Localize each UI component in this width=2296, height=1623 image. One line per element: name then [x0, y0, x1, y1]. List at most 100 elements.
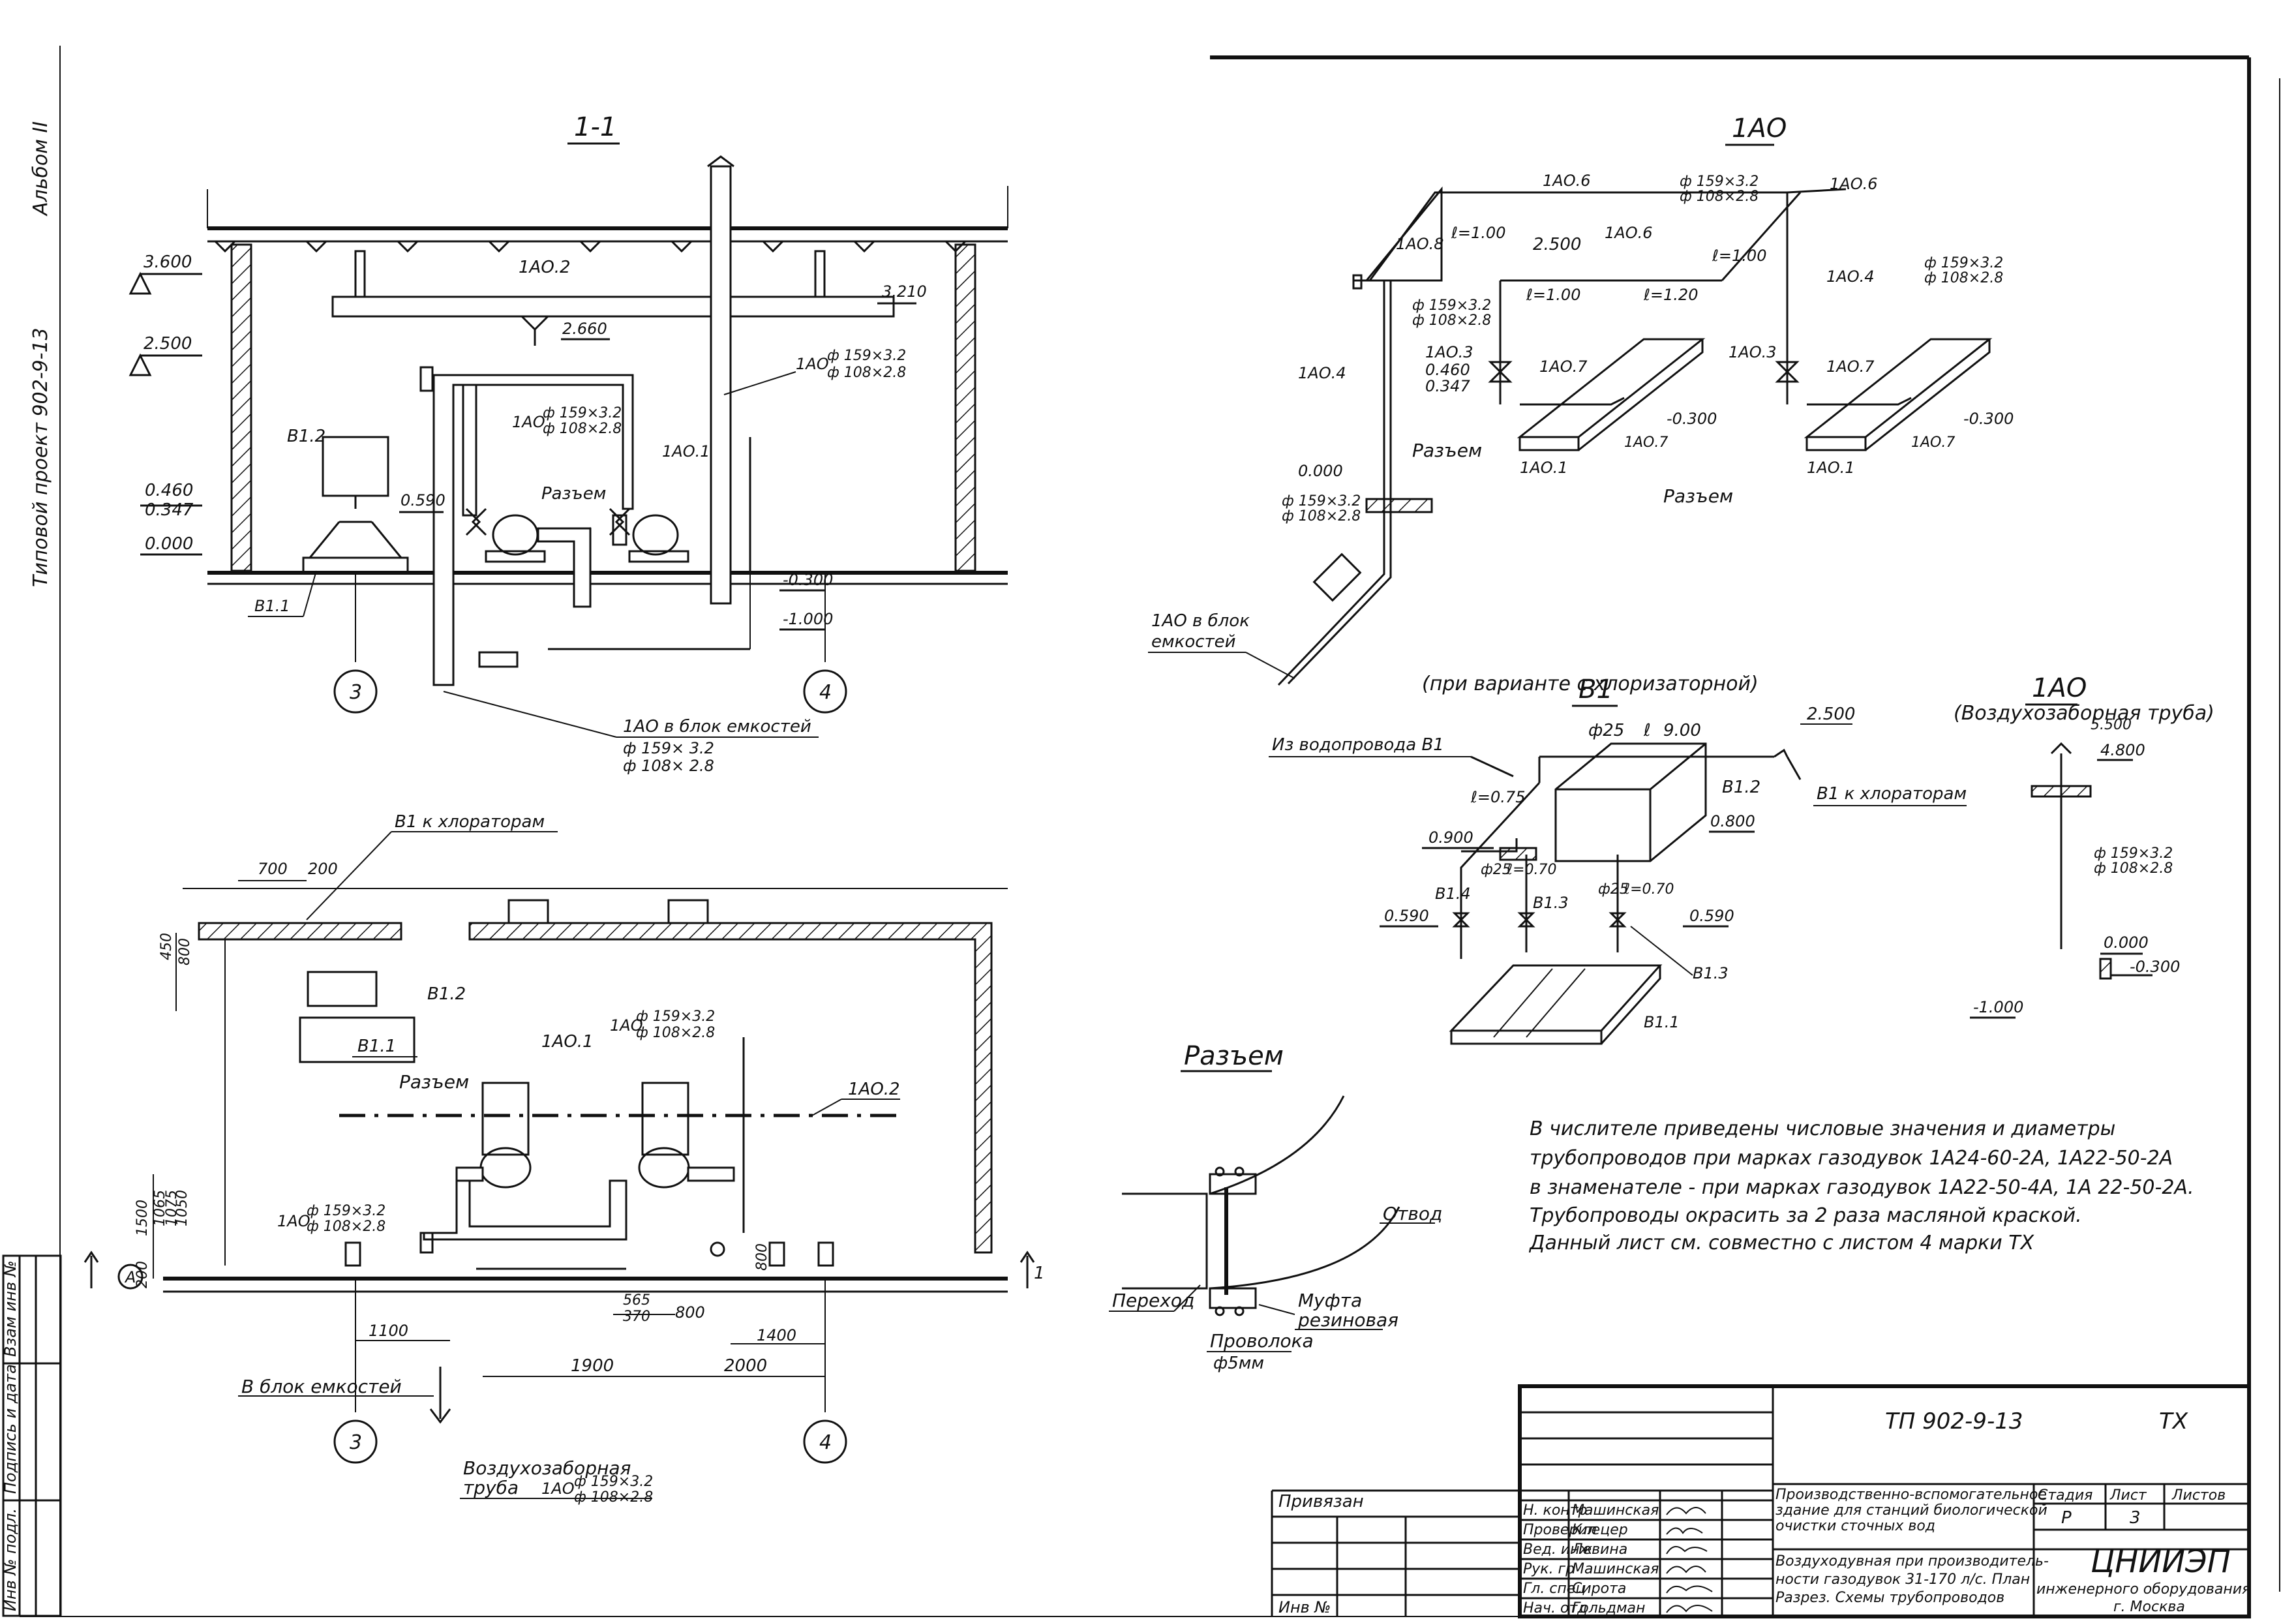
air-l0: 5.500	[2091, 717, 2132, 733]
plan-dim-1400: 1400	[757, 1326, 796, 1344]
tb-city: г. Москва	[2113, 1599, 2185, 1615]
plan-dim-200b: 200	[134, 1261, 151, 1288]
s1ao-l3: 1АО.8	[1396, 235, 1443, 253]
b1-l8: 0.900	[1428, 828, 1473, 847]
plan-ao: 1АО	[610, 1016, 643, 1035]
s1ao-l23: 1АО.1	[1520, 459, 1567, 477]
s11-ao2: 1АО.2	[519, 258, 571, 277]
plan-b12: В1.2	[427, 984, 466, 1004]
b1-l1: ф25	[1588, 721, 1624, 740]
tb-role-5: Нач. отд	[1523, 1600, 1588, 1616]
tb-name-5: Гольдман	[1572, 1600, 1645, 1616]
note-2: в знаменателе - при марках газодувок 1А2…	[1530, 1176, 2194, 1199]
tb-role-4: Гл. спец	[1523, 1581, 1585, 1597]
s11-to-tanks-num: ф 159× 3.2	[623, 739, 714, 757]
s11-pipe2-den: ф 108×2.8	[827, 365, 906, 381]
tb-role-2: Вед. инж	[1523, 1541, 1593, 1558]
b1-l6: В1.2	[1722, 778, 1760, 797]
plan-razem: Разъем	[399, 1071, 469, 1093]
plan-dim-1065: 1065	[152, 1190, 168, 1226]
plan-dim-1075: 1075	[164, 1190, 180, 1226]
plan-ao1: 1АО.1	[541, 1032, 594, 1052]
tb-sheet-1: ности газодувок 31-170 л/с. План	[1775, 1571, 2030, 1588]
air-l6: -1.000	[1973, 998, 2023, 1016]
s1ao-mid-den: ф 108×2.8	[1412, 312, 1491, 329]
tb-sheet-0: Воздуходувная при производитель-	[1775, 1553, 2049, 1570]
plan-ao-left: 1АО	[277, 1212, 310, 1230]
s11-ao-small: 1АО	[512, 413, 545, 431]
b1-l9: 0.800	[1710, 812, 1755, 830]
section-1-1: 1-1	[128, 112, 1008, 775]
air-l3: ф 108×2.8	[2094, 860, 2173, 877]
signature-2	[1666, 1546, 1708, 1555]
lvl-0000: 0.000	[145, 534, 193, 554]
s11-b11: В1.1	[254, 597, 290, 615]
plan-b11: В1.1	[357, 1037, 396, 1056]
tb-role-3: Рук. гр	[1523, 1561, 1575, 1577]
s1ao-l5: 2.500	[1533, 235, 1581, 254]
razem-title: Разъем	[1184, 1041, 1284, 1071]
s1ao-l12: 1АО.3	[1729, 343, 1776, 361]
s1ao-l27: емкостей	[1151, 632, 1236, 652]
signature-5	[1666, 1605, 1713, 1613]
s1ao-l21: Разъем	[1412, 440, 1482, 461]
s11-pipe1-num: ф 159×3.2	[543, 405, 622, 421]
tb-role-0: Н. контр	[1523, 1502, 1587, 1519]
s1ao-l2: 1АО.6	[1830, 175, 1877, 193]
plan-axis-a: А	[124, 1268, 136, 1286]
plan-left-den: ф 108×2.8	[307, 1219, 385, 1235]
plan-air-pipe-2: труба	[463, 1477, 519, 1498]
tb-sheet-2: Разрез. Схемы трубопроводов	[1775, 1590, 2004, 1606]
b1-l5: В1 к хлораторам	[1817, 784, 1967, 804]
side-project: Типовой проект 902-9-13	[29, 327, 52, 587]
left-stamp: Инв № подл. Подпись и дата Взам инв №	[1, 1254, 62, 1617]
b1-l10: ф25	[1481, 862, 1511, 878]
b1-l14: В1.4	[1435, 885, 1471, 903]
s1ao-low-den: ф 108×2.8	[1282, 508, 1361, 524]
air-l5: -0.300	[2130, 958, 2180, 976]
stamp-sign: Подпись и дата	[1, 1364, 20, 1494]
b1-l17: 0.590	[1689, 907, 1734, 925]
s11-ao1: 1АО.1	[662, 442, 710, 461]
plan-dim-1050: 1050	[174, 1190, 190, 1226]
plan-axis-4: 4	[819, 1431, 832, 1454]
razem-otvod: Отвод	[1383, 1203, 1442, 1224]
stamp-vzam: Взам инв №	[1, 1260, 20, 1357]
tb-privyazan: Привязан	[1278, 1492, 1364, 1511]
lvl-2500: 2.500	[144, 334, 192, 354]
s1ao-l26: 1АО в блок	[1151, 611, 1250, 631]
s1ao-l10: 1АО.4	[1826, 267, 1874, 286]
plan-air-pipe-1: Воздухозаборная	[463, 1457, 631, 1479]
razem-mufta: Муфта	[1298, 1290, 1362, 1311]
tb-name-3: Машинская	[1572, 1561, 1659, 1577]
side-inscription: Альбом II Типовой проект 902-9-13	[29, 121, 52, 587]
tb-proj-0: Производственно-вспомогательное	[1775, 1487, 2047, 1503]
lvl-0460: 0.460	[145, 481, 193, 500]
side-album: Альбом II	[29, 121, 52, 217]
air-l1: 4.800	[2100, 741, 2145, 759]
signature-0	[1666, 1507, 1706, 1515]
tb-name-1: Клецер	[1572, 1522, 1628, 1538]
plan-dim-370: 370	[623, 1309, 650, 1325]
s1ao-l22: Разъем	[1663, 485, 1733, 507]
s11-b12: В1.2	[287, 427, 325, 446]
note-3: Трубопроводы окрасить за 2 раза масляной…	[1530, 1204, 2082, 1227]
plan-dim-800b: 800	[675, 1303, 705, 1322]
signature-3	[1666, 1566, 1706, 1574]
b1-l3: 9.00	[1663, 721, 1701, 740]
s1ao-l19: -0.300	[1667, 410, 1717, 428]
signature-4	[1666, 1585, 1713, 1594]
s1ao-low-num: ф 159×3.2	[1282, 493, 1361, 509]
scheme-b1-subtitle: (при варианте с хлоризаторной)	[1422, 673, 1759, 695]
tb-stage: Р	[2061, 1508, 2072, 1528]
s1ao-l4: ℓ=1.00	[1451, 224, 1505, 242]
s1ao-l9: 1АО.4	[1298, 364, 1346, 382]
plan-pipe-den: ф 108×2.8	[636, 1025, 715, 1041]
plan-dim-1100: 1100	[369, 1322, 408, 1340]
razem-perehod: Переход	[1112, 1290, 1194, 1311]
s1ao-l18: 1АО.7	[1911, 434, 1955, 451]
stamp-inv: Инв № подл.	[1, 1508, 20, 1611]
plan-dim-1900: 1900	[571, 1356, 614, 1376]
tb-proj-2: очистки сточных вод	[1775, 1518, 1935, 1534]
b1-l13: ℓ=0.70	[1624, 881, 1674, 898]
